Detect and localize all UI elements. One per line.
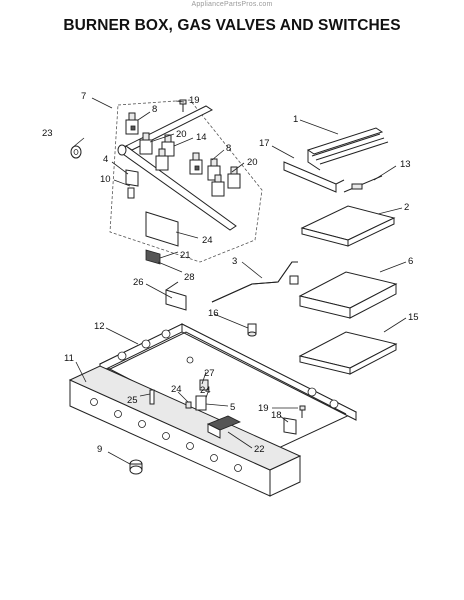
panel-6-edge-r <box>349 283 397 319</box>
burner-box-hole-3 <box>161 329 171 339</box>
callout-18: 18 <box>271 410 282 421</box>
manifold-end-cap <box>117 144 127 156</box>
callout-27: 27 <box>204 368 215 379</box>
callout-8-mid: 8 <box>226 143 231 154</box>
valve-manifold-group <box>109 99 263 263</box>
front-panel-11 <box>68 365 302 497</box>
callout-3: 3 <box>232 256 237 267</box>
callout-14: 14 <box>196 132 207 143</box>
gas-valve-4 <box>155 148 169 171</box>
callout-23: 23 <box>42 128 53 139</box>
callout-17: 17 <box>259 138 270 149</box>
burner-box-hole-4 <box>307 387 317 397</box>
switch-28 <box>145 249 161 265</box>
callout-28: 28 <box>184 272 195 283</box>
burner-box-hole-5 <box>329 399 339 409</box>
callout-6: 6 <box>408 256 413 267</box>
callout-9: 9 <box>97 444 102 455</box>
gas-valve-5 <box>189 152 203 175</box>
screw-24b <box>185 401 192 409</box>
bracket-17-lip <box>335 179 345 185</box>
callout-20-top: 20 <box>176 129 187 140</box>
gas-tube-3-inner <box>211 261 298 303</box>
callout-21: 21 <box>180 250 191 261</box>
tray-2-front <box>347 217 395 247</box>
callout-8-top: 8 <box>152 104 157 115</box>
callout-13: 13 <box>400 159 411 170</box>
bracket-17 <box>283 161 337 193</box>
callout-7: 7 <box>81 91 86 102</box>
callout-15: 15 <box>408 312 419 323</box>
callout-20-mid: 20 <box>247 157 258 168</box>
switch-2 <box>194 165 200 171</box>
diagram-title: BURNER BOX, GAS VALVES AND SWITCHES <box>63 17 401 34</box>
callout-4: 4 <box>103 154 108 165</box>
callout-24-mid-right: 24 <box>200 385 211 396</box>
callout-10: 10 <box>100 174 111 185</box>
callout-19-bottom: 19 <box>258 403 269 414</box>
spark-module-27 <box>199 379 209 391</box>
heating-element-1 <box>306 127 389 171</box>
callout-22: 22 <box>254 444 265 455</box>
gas-valve-7 <box>211 174 225 197</box>
gas-tube-3-fitting <box>289 275 299 285</box>
module-22-side <box>207 423 221 439</box>
spring-25 <box>149 389 155 405</box>
callout-12: 12 <box>94 321 105 332</box>
gas-valve-1 <box>125 112 139 135</box>
callout-25: 25 <box>127 395 138 406</box>
washer-23-hole <box>73 149 79 155</box>
bracket-26-flange <box>165 281 179 291</box>
watermark: AppliancePartsPros.com <box>191 1 273 8</box>
callout-24-mid-left: 24 <box>171 384 182 395</box>
fitting-16 <box>247 323 257 337</box>
manifold-dashed-outline <box>109 99 263 263</box>
burner-box-inner-line <box>107 331 347 415</box>
switch-5 <box>195 395 207 411</box>
orifice-10 <box>127 187 135 199</box>
callout-2: 2 <box>404 202 409 213</box>
callout-11: 11 <box>64 353 74 364</box>
bracket-4 <box>125 169 139 187</box>
switch-1 <box>130 125 136 131</box>
bracket-26 <box>165 289 187 311</box>
callout-1: 1 <box>293 114 298 125</box>
grommet-24 <box>186 356 194 364</box>
callout-labels: 7 8 19 23 20 14 8 4 20 10 1 17 13 2 24 2… <box>42 91 419 455</box>
callout-26: 26 <box>133 277 144 288</box>
callout-24-top: 24 <box>202 235 213 246</box>
burner-box-hole-1 <box>117 351 127 361</box>
callout-16: 16 <box>208 308 219 319</box>
screw-19-bottom <box>299 405 306 418</box>
callout-5: 5 <box>230 402 235 413</box>
gas-valve-2 <box>139 132 153 155</box>
plate-21 <box>145 211 179 247</box>
knob-9 <box>129 459 143 475</box>
burner-box-hole-2 <box>141 339 151 349</box>
bracket-18 <box>283 417 297 435</box>
callout-19-top: 19 <box>189 95 200 106</box>
panel-15-edge-r <box>349 343 397 375</box>
leader-lines <box>71 97 407 465</box>
